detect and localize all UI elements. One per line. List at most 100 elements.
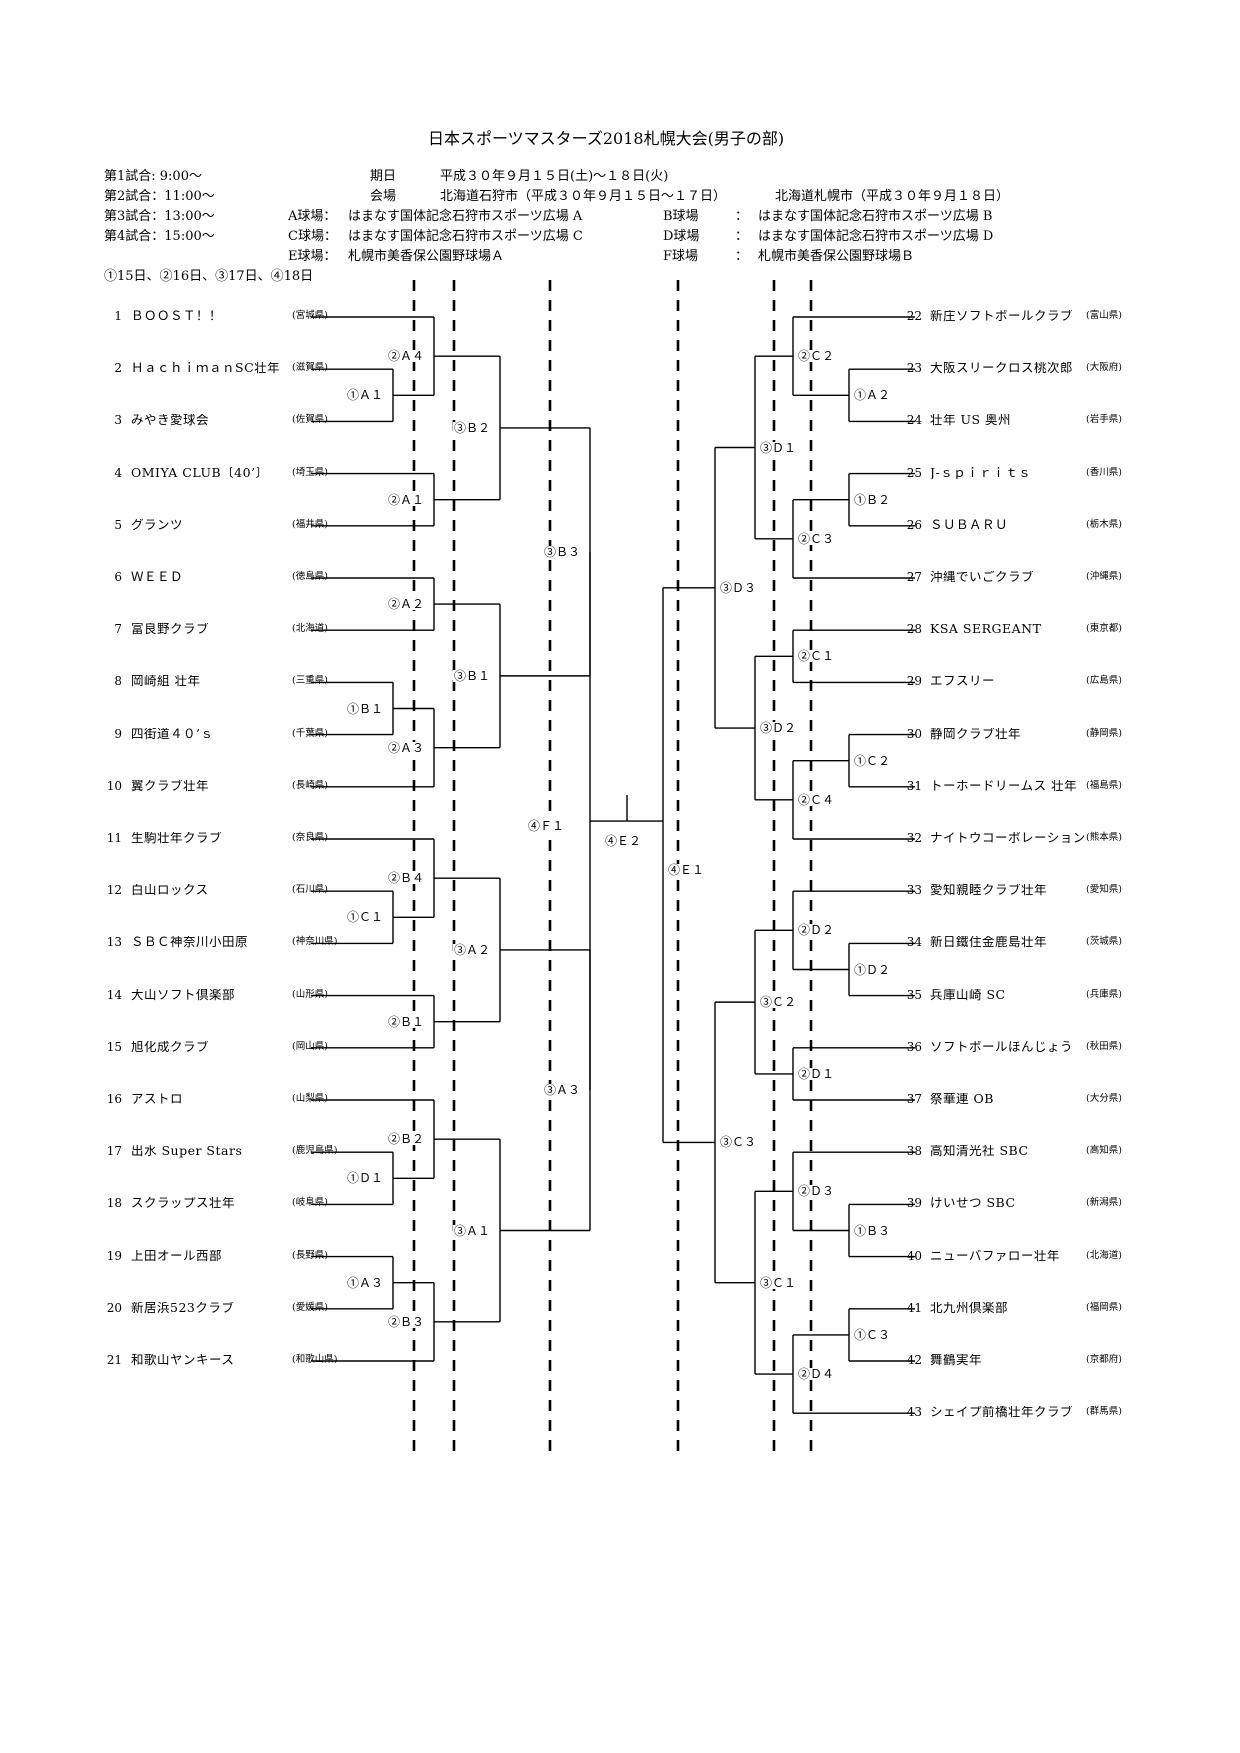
team-number: 34: [906, 935, 922, 950]
team-prefecture: (愛媛県): [292, 1301, 328, 1313]
schedule-game-1: 第1試合: 9:00～: [104, 169, 202, 184]
team-name: 新日鐵住金鹿島壮年: [930, 936, 1048, 949]
team-number: 18: [106, 1196, 122, 1211]
period-label: 期日: [370, 169, 397, 184]
match-label: ③Ｄ３: [719, 580, 758, 595]
team-name: OMIYA CLUB〔40’〕: [131, 466, 269, 480]
team-prefecture: (滋賀県): [292, 362, 328, 374]
match-label: ①Ｃ２: [853, 753, 892, 768]
team-prefecture: (愛知県): [1086, 884, 1122, 896]
match-label: ④Ｆ１: [527, 819, 566, 834]
match-label: ③Ａ３: [543, 1083, 582, 1098]
team-prefecture: (群馬県): [1086, 1406, 1122, 1418]
team-prefecture: (秋田県): [1086, 1040, 1122, 1052]
team-prefecture: (静岡県): [1086, 727, 1122, 739]
team-number: 8: [114, 674, 122, 689]
team-number: 14: [106, 987, 122, 1002]
team-name: 沖縄でいごクラブ: [930, 571, 1035, 584]
team-prefecture: (石川県): [292, 884, 328, 896]
team-name: 生駒壮年クラブ: [131, 832, 223, 845]
team-prefecture: (茨城県): [1086, 936, 1122, 948]
match-label: ②Ｃ２: [797, 349, 836, 364]
team-prefecture: (高知県): [1086, 1145, 1122, 1157]
team-name: 翼クラブ壮年: [131, 779, 210, 793]
team-number: 27: [906, 570, 922, 584]
match-label: ④Ｅ１: [667, 863, 706, 878]
team-number: 43: [906, 1405, 922, 1420]
match-label: ①Ｂ２: [853, 492, 892, 507]
match-label: ②Ａ２: [387, 597, 426, 612]
match-label: ②Ｃ３: [797, 531, 836, 546]
field-c-label: C球場：: [288, 229, 337, 244]
team-prefecture: (富山県): [1086, 310, 1122, 321]
match-label: ③Ｂ２: [453, 420, 492, 435]
team-prefecture: (岩手県): [1086, 414, 1122, 426]
team-number: 3: [114, 413, 122, 428]
match-label: ②Ｂ２: [387, 1132, 426, 1147]
team-name: 愛知親睦クラブ壮年: [930, 884, 1048, 897]
field-f-name: 札幌市美香保公園野球場Ｂ: [758, 249, 915, 264]
field-a-name: はまなす国体記念石狩市スポーツ広場 A: [348, 209, 583, 224]
team-name: トーホードリームス 壮年: [930, 779, 1078, 793]
match-label: ③Ｃ１: [759, 1275, 798, 1290]
team-name: グランツ: [131, 518, 184, 532]
team-number: 19: [106, 1248, 122, 1263]
team-name: ソフトボールほんじょう: [930, 1040, 1074, 1054]
team-number: 1: [114, 309, 122, 323]
team-name: KSA SERGEANT: [930, 623, 1042, 636]
team-number: 13: [106, 935, 122, 950]
team-prefecture: (福島県): [1086, 779, 1122, 791]
team-prefecture: (京都府): [1086, 1354, 1122, 1365]
match-label: ②Ａ１: [387, 492, 426, 507]
team-number: 22: [906, 309, 922, 323]
match-label: ①Ａ２: [853, 388, 892, 403]
match-label: ①Ｄ２: [853, 962, 892, 977]
team-number: 38: [906, 1144, 922, 1159]
team-name: 大阪スリークロス桃次郎: [930, 362, 1074, 375]
team-number: 5: [114, 517, 122, 532]
field-b-name: はまなす国体記念石狩市スポーツ広場 B: [758, 209, 993, 224]
field-e-label: E球場：: [288, 249, 337, 264]
team-name: 旭化成クラブ: [131, 1040, 210, 1054]
match-label: ③Ｂ３: [543, 544, 582, 559]
match-label: ①Ａ３: [346, 1275, 385, 1290]
team-name: シェイプ前橋壮年クラブ: [930, 1406, 1074, 1419]
team-name: ＢＯＯＳＴ！！: [131, 310, 223, 323]
team-name: ＳＵＢＡＲＵ: [930, 518, 1009, 532]
team-prefecture: (佐賀県): [292, 414, 328, 426]
team-name: 和歌山ヤンキース: [131, 1354, 235, 1367]
team-prefecture: (神奈川県): [292, 936, 338, 948]
team-number: 4: [114, 465, 122, 480]
team-number: 20: [106, 1300, 122, 1315]
venue-label: 会場: [370, 189, 397, 204]
team-number: 7: [114, 622, 122, 637]
team-name: 舞鶴実年: [930, 1354, 983, 1367]
team-number: 15: [106, 1039, 122, 1054]
match-label: ①Ｂ１: [346, 701, 385, 716]
team-name: みやき愛球会: [131, 414, 210, 427]
team-number: 17: [106, 1144, 122, 1159]
team-number: 42: [906, 1353, 922, 1367]
team-name: ＨａｃｈｉｍａｎSC壮年: [131, 362, 281, 375]
team-number: 28: [906, 622, 922, 637]
team-prefecture: (兵庫県): [1086, 988, 1122, 1000]
match-label: ②Ｃ４: [797, 792, 836, 807]
match-label: ③Ｂ１: [453, 668, 492, 683]
team-prefecture: (広島県): [1086, 675, 1122, 687]
page-title: 日本スポーツマスターズ2018札幌大会(男子の部): [428, 129, 785, 148]
team-prefecture: (山梨県): [292, 1093, 328, 1104]
team-number: 11: [106, 831, 122, 845]
team-prefecture: (岐阜県): [292, 1197, 328, 1209]
team-prefecture: (長野県): [292, 1249, 328, 1261]
team-number: 36: [906, 1039, 922, 1054]
team-number: 35: [906, 987, 922, 1002]
team-name: 壮年 US 奥州: [930, 414, 1012, 427]
match-label: ③Ａ２: [453, 942, 492, 957]
team-number: 6: [114, 570, 122, 584]
team-number: 12: [106, 883, 122, 898]
field-d-colon: ：: [735, 229, 749, 244]
match-label: ①Ｂ３: [853, 1223, 892, 1238]
team-name: 静岡クラブ壮年: [930, 727, 1022, 741]
team-number: 41: [906, 1300, 922, 1315]
